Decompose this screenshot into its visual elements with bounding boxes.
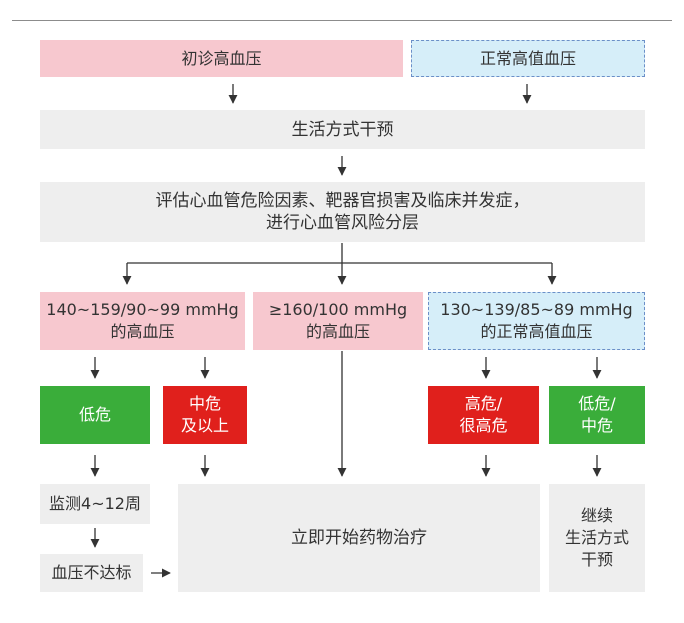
node-assessment: 评估心血管危险因素、靶器官损害及临床并发症， 进行心血管风险分层 [40, 182, 645, 242]
node-high-normal-130-139: 130~139/85~89 mmHg 的正常高值血压 [428, 292, 645, 350]
node-high-normal-bp: 正常高值血压 [411, 40, 645, 77]
node-monitor-4-12-weeks: 监测4~12周 [40, 484, 150, 524]
node-hypertension-140-159: 140~159/90~99 mmHg 的高血压 [40, 292, 245, 350]
node-hypertension-160-100: ≥160/100 mmHg 的高血压 [253, 292, 423, 350]
node-medium-risk-above: 中危 及以上 [163, 386, 247, 444]
node-low-medium-risk: 低危/ 中危 [549, 386, 645, 444]
node-bp-not-controlled: 血压不达标 [40, 554, 143, 592]
node-low-risk: 低危 [40, 386, 150, 444]
node-high-very-high-risk: 高危/ 很高危 [428, 386, 539, 444]
node-initial-hypertension: 初诊高血压 [40, 40, 403, 77]
node-continue-lifestyle: 继续 生活方式 干预 [549, 484, 645, 592]
top-divider [12, 20, 672, 21]
node-start-drug-therapy: 立即开始药物治疗 [178, 484, 540, 592]
node-lifestyle-intervention: 生活方式干预 [40, 110, 645, 149]
